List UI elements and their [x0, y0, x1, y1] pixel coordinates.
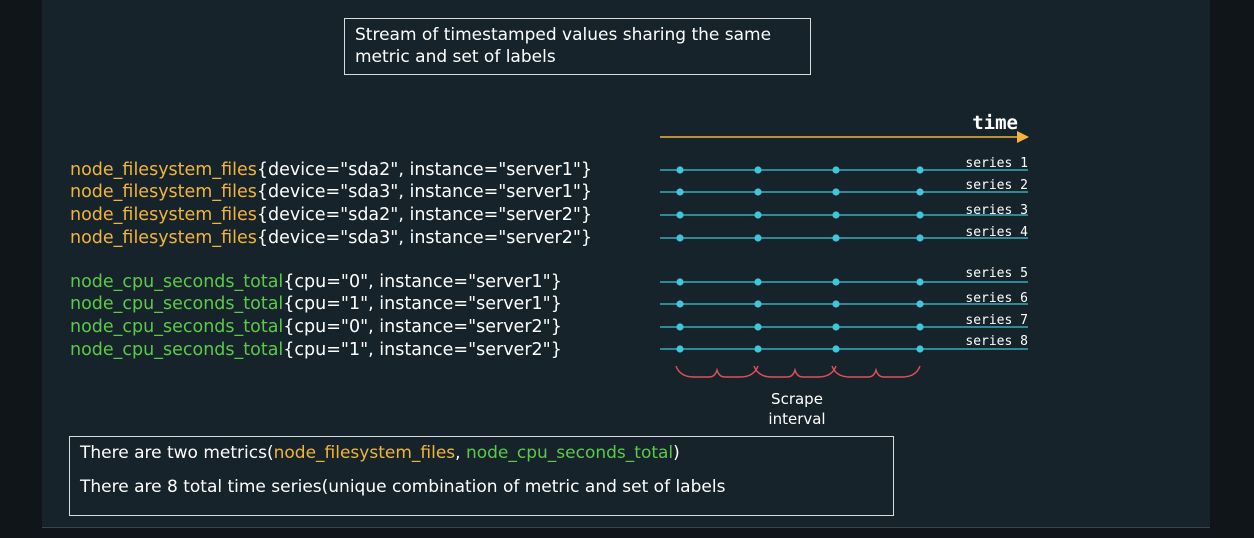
metric-labels: {cpu="1", instance="server1"}	[283, 294, 562, 314]
definition-box: Stream of timestamped values sharing the…	[344, 18, 811, 75]
sample-point	[832, 188, 840, 196]
sample-point	[754, 323, 762, 331]
scrape-interval-braces	[675, 365, 921, 378]
sample-point	[676, 345, 684, 353]
sample-point	[832, 278, 840, 286]
summary-line-2: There are 8 total time series(unique com…	[80, 477, 726, 497]
series-label: series 6	[965, 291, 1028, 306]
metric-line-4: node_filesystem_files{device="sda3", ins…	[70, 227, 592, 250]
metric-labels: {device="sda2", instance="server2"}	[256, 205, 593, 225]
sample-point	[676, 166, 684, 174]
series-group: series 1 series 2 series 3 series 4 series 5…	[660, 156, 1028, 353]
sample-point	[832, 211, 840, 219]
series-label: series 8	[965, 334, 1028, 349]
sample-point	[916, 300, 924, 308]
sample-point	[676, 300, 684, 308]
sample-point	[916, 234, 924, 242]
metric-labels: {device="sda2", instance="server1"}	[256, 160, 593, 180]
metric-name: node_filesystem_files	[70, 160, 257, 180]
definition-text: Stream of timestamped values sharing the…	[355, 25, 772, 67]
metric-line-2: node_filesystem_files{device="sda3", ins…	[70, 181, 592, 204]
sample-point	[676, 234, 684, 242]
summary-box: There are two metrics(node_filesystem_fi…	[69, 436, 894, 516]
metric-labels: {cpu="0", instance="server2"}	[283, 317, 562, 337]
sample-point	[754, 345, 762, 353]
metric-labels: {cpu="0", instance="server1"}	[283, 272, 562, 292]
sample-point	[754, 188, 762, 196]
sample-point	[916, 345, 924, 353]
sample-point	[916, 278, 924, 286]
sample-point	[676, 278, 684, 286]
sample-point	[916, 211, 924, 219]
metric-name: node_cpu_seconds_total	[70, 294, 284, 314]
summary-suffix: )	[673, 443, 680, 463]
series-label: series 5	[965, 266, 1028, 281]
metric-line-5: node_cpu_seconds_total{cpu="0", instance…	[70, 271, 562, 294]
scrape-label-line2: interval	[768, 410, 825, 428]
sample-point	[832, 300, 840, 308]
metric-labels: {device="sda3", instance="server2"}	[256, 228, 593, 248]
sample-point	[832, 234, 840, 242]
sample-point	[676, 188, 684, 196]
sample-point	[916, 166, 924, 174]
metric-line-8: node_cpu_seconds_total{cpu="1", instance…	[70, 339, 562, 362]
series-label: series 2	[965, 178, 1028, 193]
sample-point	[916, 323, 924, 331]
metric-name: node_filesystem_files	[70, 205, 257, 225]
scrape-label-line1: Scrape	[771, 390, 823, 408]
scrape-interval-brace	[753, 365, 837, 378]
metric-name: node_cpu_seconds_total	[70, 340, 284, 360]
sample-point	[754, 211, 762, 219]
summary-line-1: There are two metrics(node_filesystem_fi…	[80, 442, 883, 464]
sample-point	[676, 323, 684, 331]
summary-metric-filesystem: node_filesystem_files	[273, 443, 456, 463]
time-axis-label: time	[972, 112, 1018, 134]
metric-labels: {cpu="1", instance="server2"}	[283, 340, 562, 360]
scrape-interval-brace	[831, 365, 921, 378]
sample-point	[832, 323, 840, 331]
series-label: series 1	[965, 156, 1028, 171]
slide-panel	[42, 0, 1210, 527]
sample-point	[754, 278, 762, 286]
series-label: series 7	[965, 313, 1028, 328]
metric-name: node_filesystem_files	[70, 182, 257, 202]
metric-name: node_cpu_seconds_total	[70, 317, 284, 337]
sample-point	[754, 234, 762, 242]
bottom-divider	[42, 527, 1210, 528]
sample-point	[754, 300, 762, 308]
sample-point	[832, 345, 840, 353]
sample-point	[832, 166, 840, 174]
sample-point	[676, 211, 684, 219]
series-label: series 3	[965, 203, 1028, 218]
sample-point	[754, 166, 762, 174]
summary-separator: ,	[455, 443, 466, 463]
summary-metric-cpu: node_cpu_seconds_total	[465, 443, 674, 463]
summary-prefix: There are two metrics(	[80, 443, 274, 463]
scrape-interval-brace	[675, 365, 759, 378]
metric-labels: {device="sda3", instance="server1"}	[256, 182, 593, 202]
metric-line-3: node_filesystem_files{device="sda2", ins…	[70, 204, 592, 227]
metric-line-7: node_cpu_seconds_total{cpu="0", instance…	[70, 316, 562, 339]
metric-name: node_cpu_seconds_total	[70, 272, 284, 292]
metric-name: node_filesystem_files	[70, 228, 257, 248]
metric-line-6: node_cpu_seconds_total{cpu="1", instance…	[70, 293, 562, 316]
metric-line-1: node_filesystem_files{device="sda2", ins…	[70, 159, 592, 182]
series-label: series 4	[965, 225, 1028, 240]
sample-point	[916, 188, 924, 196]
